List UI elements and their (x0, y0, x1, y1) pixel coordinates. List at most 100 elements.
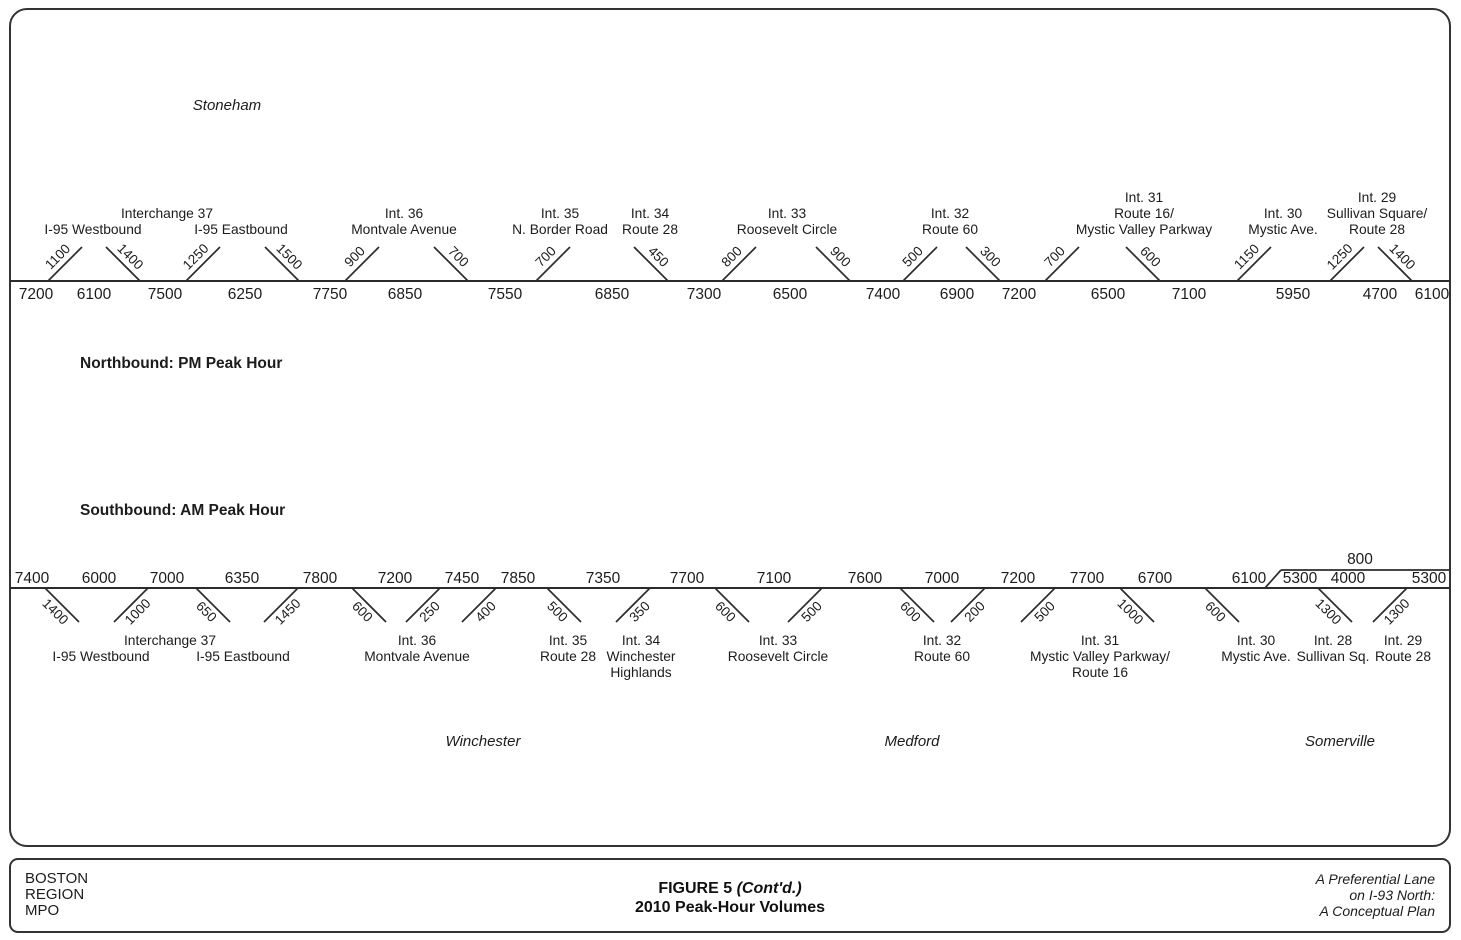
ramp-line (1125, 246, 1161, 282)
mainline-volume: 4000 (1331, 570, 1366, 587)
mainline-volume: 6500 (773, 286, 808, 303)
footer-box (9, 858, 1451, 933)
mainline-volume: 6100 (1232, 570, 1267, 587)
ramp-volume: 900 (341, 243, 368, 270)
figure-contd: (Cont'd.) (736, 880, 802, 897)
ramp-line (899, 587, 935, 623)
mainline-volume: 7100 (1172, 286, 1207, 303)
ramp-line (461, 587, 497, 623)
mainline-volume: 5300 (1283, 570, 1318, 587)
direction-title: Northbound: PM Peak Hour (80, 355, 282, 372)
ramp-volume: 500 (544, 598, 571, 625)
mainline-volume: 6900 (940, 286, 975, 303)
ramp-volume: 1450 (272, 596, 304, 628)
mainline-volume: 7200 (1001, 570, 1036, 587)
mainline-volume: 7700 (670, 570, 705, 587)
mainline-volume: 6100 (1415, 286, 1450, 303)
figure-title: FIGURE 5 (Cont'd.) (658, 880, 802, 897)
ramp-volume: 1000 (1114, 596, 1146, 628)
project-title: A Preferential Lane on I-93 North: A Con… (1316, 871, 1435, 919)
mainline-volume: 7200 (19, 286, 54, 303)
mainline-volume: 7200 (378, 570, 413, 587)
ramp-line (47, 246, 83, 282)
ramp-volume: 700 (1041, 243, 1068, 270)
town-label: Winchester (446, 733, 522, 750)
ramp-volume: 600 (349, 598, 376, 625)
mainline-volume: 6850 (595, 286, 630, 303)
ramp-line (615, 587, 651, 623)
hov-split-diagonal (1264, 569, 1282, 589)
interchange-label: I-95 Westbound (44, 222, 141, 237)
ramp-line (633, 246, 669, 282)
ramp-volume: 1250 (180, 241, 212, 273)
ramp-volume: 1400 (1386, 241, 1418, 273)
ramp-volume: 450 (645, 243, 672, 270)
ramp-volume: 800 (718, 243, 745, 270)
figure-subtitle: 2010 Peak-Hour Volumes (634, 899, 825, 916)
mainline-volume: 7550 (488, 286, 523, 303)
mainline-volume: 7000 (925, 570, 960, 587)
mainline-volume: 7850 (501, 570, 536, 587)
ramp-line (902, 246, 938, 282)
ramp-volume: 1100 (42, 241, 73, 272)
ramp-volume: 600 (1137, 243, 1164, 270)
mainline-volume: 6350 (225, 570, 260, 587)
mainline-volume: 7100 (757, 570, 792, 587)
ramp-line (1377, 246, 1413, 282)
mainline-volume: 6850 (388, 286, 423, 303)
town-label: Medford (884, 733, 940, 750)
agency-name: BOSTON REGION MPO (25, 871, 88, 919)
mainline-volume: 7600 (848, 570, 883, 587)
mainline-volume: 7700 (1070, 570, 1105, 587)
mainline-volume: 7300 (687, 286, 722, 303)
ramp-volume: 500 (1031, 598, 1058, 625)
ramp-line (433, 246, 469, 282)
mainline-volume: 7350 (586, 570, 621, 587)
mainline-volume: 7200 (1002, 286, 1037, 303)
ramp-volume: 650 (193, 598, 220, 625)
ramp-volume: 700 (445, 243, 472, 270)
ramp-line (195, 587, 231, 623)
ramp-volume: 1400 (114, 241, 146, 273)
ramp-line (721, 246, 757, 282)
ramp-line (1044, 246, 1080, 282)
ramp-line (1236, 246, 1272, 282)
ramp-line (1020, 587, 1056, 623)
ramp-volume: 200 (961, 598, 988, 625)
ramp-line (714, 587, 750, 623)
ramp-line (950, 587, 986, 623)
ramp-volume: 700 (532, 243, 559, 270)
mainline-volume: 6250 (228, 286, 263, 303)
interchange-label: I-95 Eastbound (194, 222, 288, 237)
town-label: Somerville (1305, 733, 1375, 750)
mainline-volume: 7000 (150, 570, 185, 587)
ramp-volume: 250 (416, 598, 443, 625)
ramp-volume: 300 (977, 243, 1004, 270)
project-line: A Conceptual Plan (1319, 903, 1435, 919)
mainline-volume: 7400 (15, 570, 50, 587)
ramp-volume: 900 (827, 243, 854, 270)
mainline-volume: 6700 (1138, 570, 1173, 587)
ramp-line (965, 246, 1001, 282)
ramp-line (1372, 587, 1408, 623)
ramp-line (113, 587, 149, 623)
interchange-label: I-95 Westbound (52, 649, 149, 664)
ramp-volume: 1400 (39, 596, 71, 628)
